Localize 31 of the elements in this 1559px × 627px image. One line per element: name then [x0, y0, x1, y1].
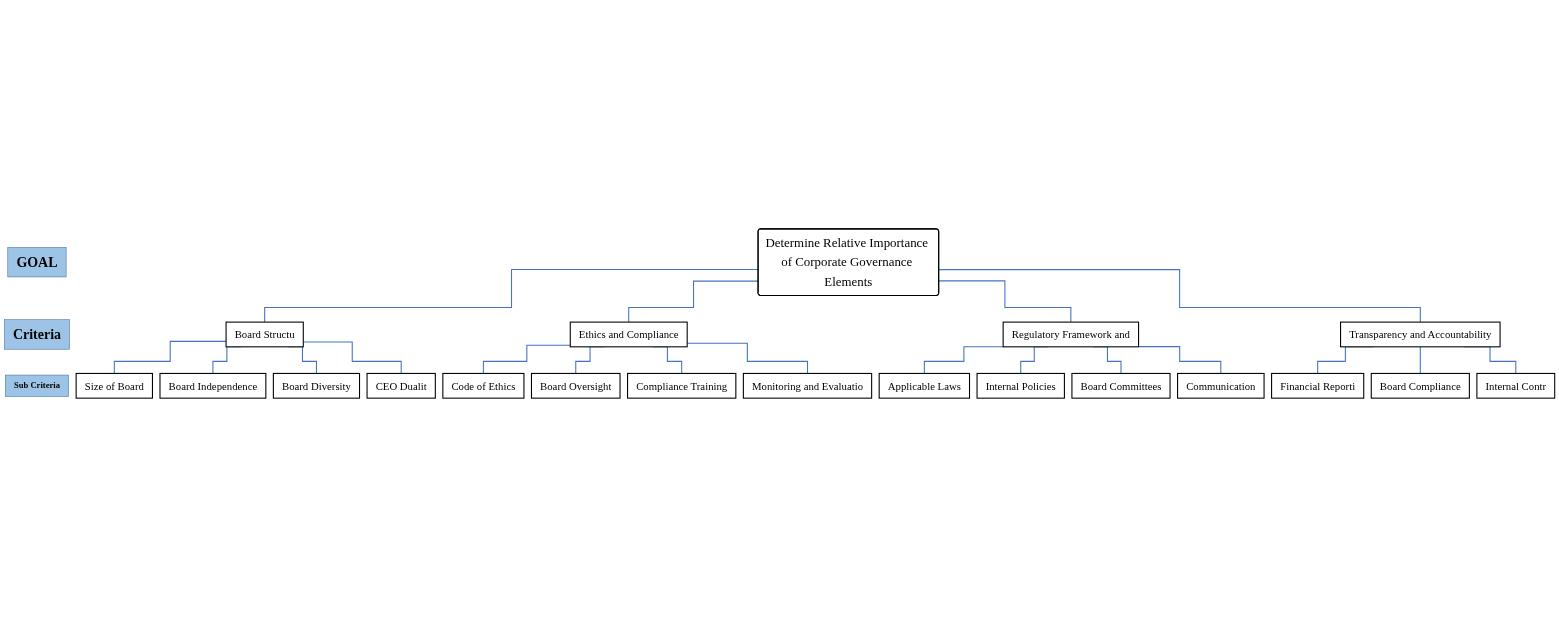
- connector: [1419, 346, 1421, 374]
- node-box: Sub Criteria: [5, 374, 69, 397]
- node-box: Board Oversight: [530, 372, 621, 399]
- node-box: Internal Contr: [1476, 372, 1556, 399]
- node-box: CEO Dualit: [366, 372, 436, 399]
- node-box: Transparency and Accountability: [1340, 321, 1501, 348]
- node-box: Ethics and Compliance: [569, 321, 688, 348]
- connector: [264, 268, 759, 323]
- connector: [923, 346, 1004, 374]
- node-box: Communication: [1177, 372, 1265, 399]
- node-box: Board Diversity: [272, 372, 361, 399]
- node-box: Board Committees: [1071, 372, 1171, 399]
- node-box: Board Structu: [225, 321, 304, 348]
- node-box: Board Independence: [159, 372, 267, 399]
- node-box: Compliance Training: [627, 372, 737, 399]
- node-box: Board Compliance: [1370, 372, 1470, 399]
- node-box: Financial Reporti: [1271, 372, 1365, 399]
- connector: [113, 340, 227, 374]
- connector: [1138, 346, 1222, 374]
- connector: [482, 344, 571, 374]
- node-box: GOAL: [7, 247, 67, 278]
- connector: [628, 280, 759, 323]
- connector: [938, 269, 1421, 323]
- node-box: Regulatory Framework and: [1002, 321, 1140, 348]
- node-box: Criteria: [4, 319, 70, 350]
- node-box: Code of Ethics: [442, 372, 525, 399]
- node-box: Monitoring and Evaluatio: [742, 372, 873, 399]
- node-box: Size of Board: [75, 372, 153, 399]
- node-box: Internal Policies: [976, 372, 1065, 399]
- connector: [938, 280, 1072, 323]
- node-box: Applicable Laws: [878, 372, 971, 399]
